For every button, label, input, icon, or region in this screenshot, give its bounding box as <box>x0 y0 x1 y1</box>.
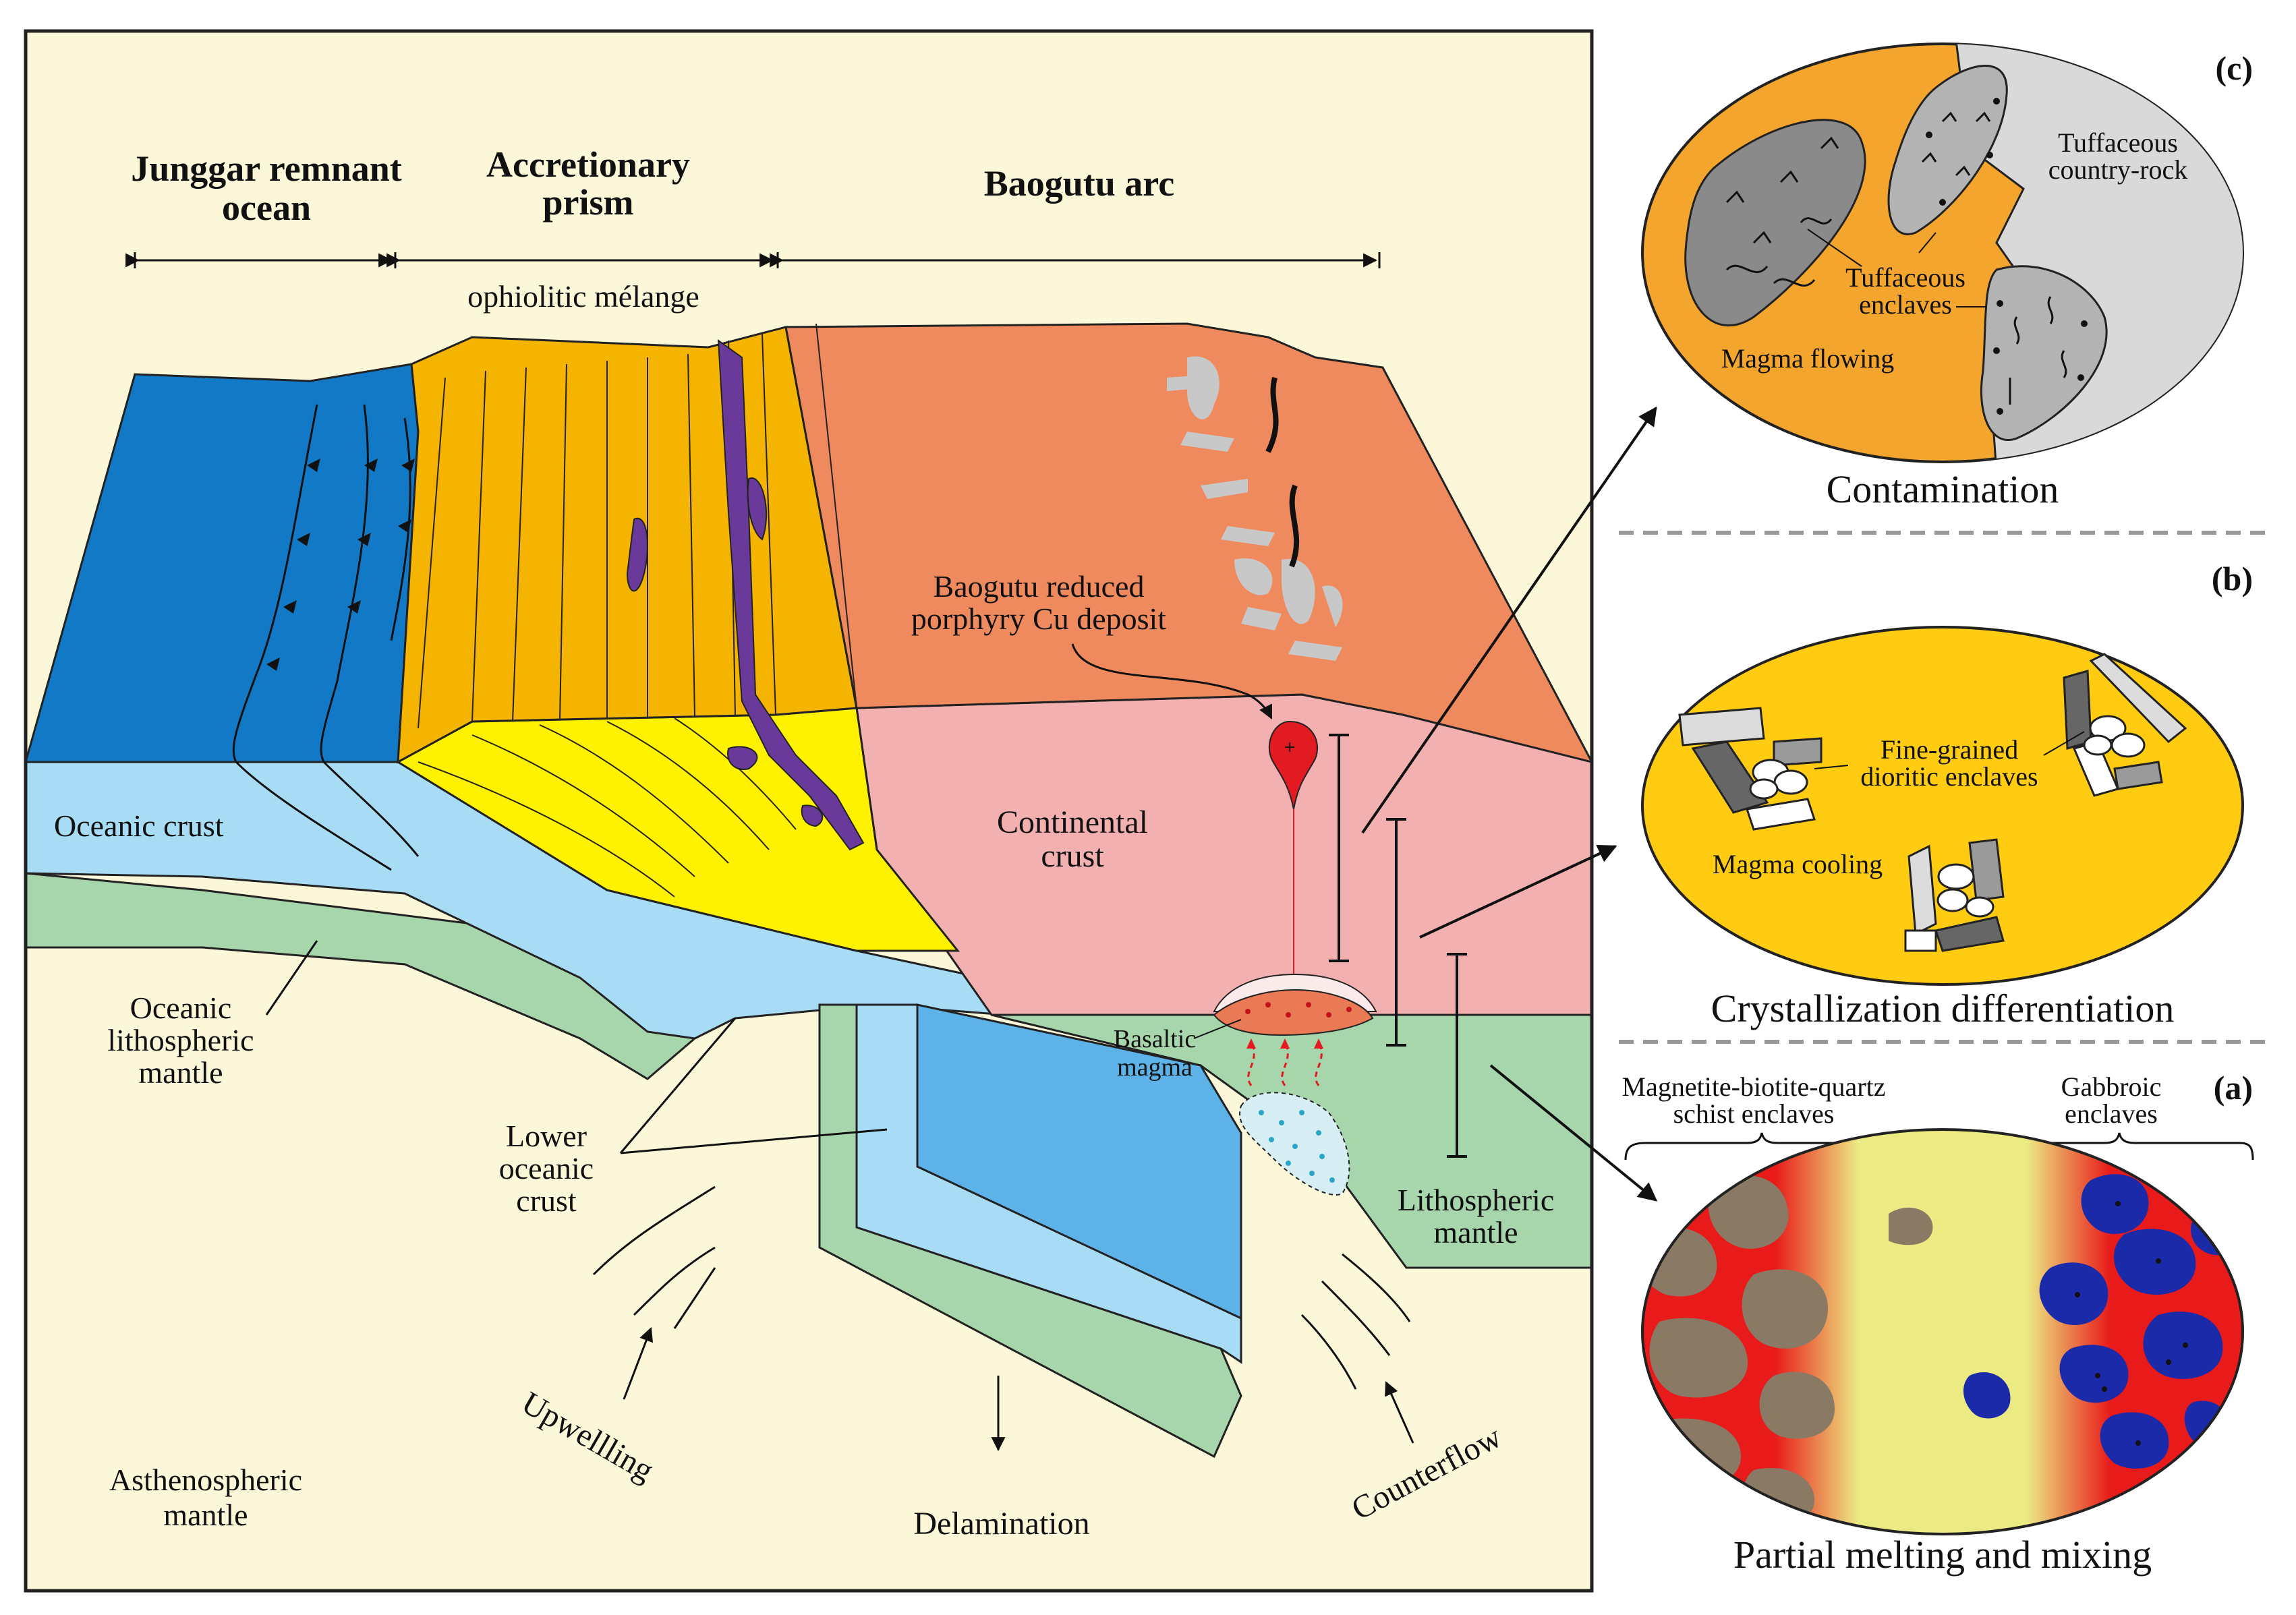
thrust-teeth <box>266 459 415 671</box>
panel-c-country-rock-line1: Tuffaceous <box>2058 127 2178 158</box>
melt-zone-dots <box>1259 1110 1335 1183</box>
accretionary-prism-block <box>397 326 858 764</box>
pointer-lower-crust-1 <box>619 1018 737 1154</box>
panel-a-enclaves <box>1642 1174 2237 1524</box>
panel-c-pointer-1 <box>1807 229 1862 267</box>
label-lower-oceanic-crust-line3: crust <box>516 1183 577 1218</box>
arrow-upwelling <box>623 1327 654 1400</box>
panel-a-right-enclaves-line2: enclaves <box>2065 1098 2158 1129</box>
continental-crust-layer <box>855 693 1592 1016</box>
gabbro-enclaves <box>1963 1174 2237 1469</box>
label-oceanic-crust: Oceanic crust <box>54 809 224 843</box>
panel-c-tag: (c) <box>2216 49 2254 87</box>
panel-c-enclaves-line1: Tuffaceous <box>1845 262 1965 293</box>
panel-a-left-enclaves-line2: schist enclaves <box>1673 1098 1835 1129</box>
arrow-counterflow <box>1385 1381 1414 1444</box>
ophiolite-lens-2 <box>747 477 768 541</box>
panel-b-pointer-left <box>1814 765 1849 769</box>
label-continental-crust-line1: Continental <box>997 804 1148 840</box>
arrow-to-panel-a <box>1489 1064 1658 1202</box>
panel-b: (b) Fine-grained dioritic e <box>1641 560 2253 1030</box>
header-prism-line1: Accretionary <box>486 144 690 185</box>
panel-c: (c) Tuffaceous country-rock Tuffaceous e… <box>1641 42 2254 511</box>
panel-a-tag: (a) <box>2214 1069 2253 1107</box>
panel-a-right-enclaves-line1: Gabbroic <box>2061 1071 2162 1102</box>
panel-b-cooling: Magma cooling <box>1713 849 1883 879</box>
basaltic-magma-chamber <box>1213 989 1374 1036</box>
label-asthenospheric-mantle-line2: mantle <box>163 1498 248 1532</box>
arc-veins <box>1167 356 1343 661</box>
depth-bars <box>1329 734 1467 1158</box>
label-oceanic-lith-mantle-line2: lithospheric <box>107 1023 254 1057</box>
label-lower-oceanic-crust-line1: Lower <box>506 1119 587 1153</box>
label-lower-oceanic-crust-line2: oceanic <box>499 1151 594 1185</box>
panel-b-enclaves-line1: Fine-grained <box>1881 734 2018 765</box>
arc-block <box>784 322 1592 763</box>
label-basaltic-magma-line2: magma <box>1117 1053 1193 1082</box>
ophiolite-lens-3 <box>727 746 758 770</box>
panel-a-title: Partial melting and mixing <box>1733 1533 2152 1577</box>
panel-b-ellipse <box>1641 626 2244 986</box>
upwelling-flow-lines <box>592 1185 1411 1390</box>
label-asthenospheric-mantle-line1: Asthenospheric <box>109 1463 302 1497</box>
cross-section: + <box>26 31 1592 1591</box>
panel-a-left-enclaves-line1: Magnetite-biotite-quartz <box>1622 1071 1886 1102</box>
main-frame <box>24 29 1594 1593</box>
header-junggar-line2: ocean <box>222 187 311 228</box>
lithospheric-mantle-layer <box>991 1014 1592 1269</box>
panel-b-tag: (b) <box>2212 560 2253 597</box>
header-arc: Baogutu arc <box>984 163 1175 204</box>
arrow-to-panel-c <box>1361 406 1657 834</box>
label-ophiolitic-melange: ophiolitic mélange <box>467 279 699 314</box>
label-oceanic-lith-mantle-line3: mantle <box>138 1055 223 1090</box>
ore-vein-2 <box>1289 484 1300 568</box>
deposit-plus-marks: + <box>1284 739 1296 756</box>
ore-vein-1 <box>1265 377 1279 453</box>
header-prism-line2: prism <box>543 182 634 223</box>
chamber-dots <box>1245 1002 1352 1018</box>
panel-c-enclave-1 <box>1684 119 1866 326</box>
crystal-cluster-right <box>2063 653 2187 797</box>
panel-a: (a) Magnetite-biotite-quartz schist encl… <box>1622 1069 2254 1577</box>
crystal-cluster-bottom <box>1904 838 2005 952</box>
header-junggar-line1: Junggar remnant <box>131 148 402 189</box>
arrow-to-panel-b <box>1419 844 1617 939</box>
pointer-oceanic-lith-mantle <box>265 940 318 1016</box>
panel-c-flow: Magma flowing <box>1721 343 1895 374</box>
panel-c-title: Contamination <box>1827 467 2059 511</box>
region-span-arrows <box>125 252 1381 268</box>
crystal-cluster-left <box>1678 707 1823 831</box>
pointer-basaltic-magma <box>1193 1019 1242 1039</box>
panel-c-pointer-2 <box>1918 232 1936 254</box>
label-deposit-line2: porphyry Cu deposit <box>911 601 1166 636</box>
panel-c-enclave-texture <box>1725 111 2067 405</box>
delaminating-slab-blue <box>916 1003 1242 1320</box>
label-lithospheric-mantle-line2: mantle <box>1433 1215 1518 1250</box>
ophiolite-lens-1 <box>626 517 648 592</box>
label-lithospheric-mantle-line1: Lithospheric <box>1398 1183 1555 1217</box>
thrust-faults <box>232 404 420 871</box>
panel-c-enclave-3 <box>1980 265 2108 441</box>
label-basaltic-magma-line1: Basaltic <box>1114 1025 1196 1053</box>
panel-c-country-rock-line2: country-rock <box>2048 154 2188 185</box>
deposit-pointer <box>1071 643 1273 720</box>
panel-c-enclaves-line2: enclaves <box>1859 289 1952 320</box>
label-oceanic-lith-mantle-line1: Oceanic <box>130 991 232 1025</box>
label-deposit-line1: Baogutu reduced <box>934 569 1145 604</box>
panel-b-enclaves-line2: dioritic enclaves <box>1860 761 2038 792</box>
panel-a-outline <box>1641 1128 2244 1535</box>
panel-b-pointer-right <box>2043 731 2085 756</box>
pointer-lower-crust-2 <box>620 1128 888 1154</box>
label-continental-crust-line2: crust <box>1041 838 1104 874</box>
panel-b-title: Crystallization differentiation <box>1711 987 2175 1030</box>
panel-c-enclave-dots <box>1926 98 2088 415</box>
panel-c-enclave-2 <box>1887 65 2008 235</box>
melt-arrow-heads <box>1246 1038 1323 1049</box>
label-delamination: Delamination <box>913 1506 1089 1541</box>
ophiolitic-melange <box>717 339 865 851</box>
ophiolite-lens-4 <box>801 804 824 827</box>
prism-foliation <box>418 323 857 898</box>
